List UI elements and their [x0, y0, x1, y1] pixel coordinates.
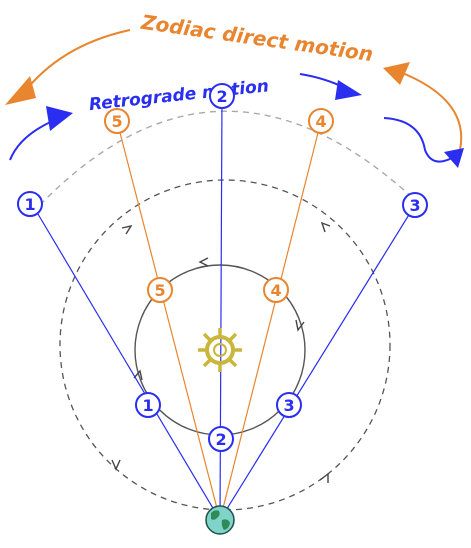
orbit-marker-2: 2: [208, 426, 234, 452]
orbit-marker-3: 3: [276, 392, 302, 418]
outer-marker-1: 1: [17, 191, 43, 217]
sight-lines: [31, 95, 416, 521]
outer-marker-4: 4: [308, 108, 334, 134]
retro-arrow-body-right: [383, 117, 453, 163]
orbit-marker-text: 3: [283, 396, 294, 415]
sight-line-3: [219, 204, 416, 521]
sight-line-4: [219, 120, 322, 521]
up-right-arrow-icon: [46, 106, 73, 131]
right-arrow-icon: [335, 80, 362, 100]
orbit-labels: 5 4 1 3 2: [135, 277, 302, 452]
zodiac-arc: [39, 110, 416, 206]
retro-arrow-body-left: [9, 119, 56, 161]
outer-marker-text: 1: [24, 195, 35, 214]
zodiac-arc-arrow-body: [21, 29, 131, 96]
earth-orbit-arrow-icon: [295, 319, 305, 332]
outer-marker-text: 4: [315, 112, 326, 131]
planet-orbit: [59, 179, 391, 511]
orbit-marker-4: 4: [263, 277, 289, 303]
left-arrow-icon: [5, 76, 36, 105]
orbit-marker-text: 4: [270, 281, 281, 300]
orbit-arrow-icon: [111, 459, 121, 471]
outer-labels: 1 5 2 4 3: [17, 83, 428, 218]
earth-icon: [205, 505, 235, 535]
sight-line-2: [219, 95, 223, 521]
orbit-marker-text: 1: [142, 396, 153, 415]
outer-marker-text: 2: [216, 87, 227, 106]
up-left-arrow-icon: [383, 62, 410, 85]
outer-marker-text: 3: [409, 196, 420, 215]
sun-icon: [198, 328, 242, 372]
orbit-arrow-icon: [121, 224, 133, 235]
sight-line-5: [116, 120, 221, 521]
orbit-marker-text: 2: [215, 430, 226, 449]
earth-orbit-arrow-icon: [133, 369, 143, 381]
outer-marker-text: 5: [111, 112, 122, 131]
orbit-marker-text: 5: [154, 281, 165, 300]
orbit-arrow-icon: [320, 221, 331, 233]
outer-marker-2: 2: [209, 83, 235, 109]
up-arrow-icon: [444, 148, 464, 168]
zodiac-direct-motion-label: Zodiac direct motion: [139, 10, 375, 66]
orbit-arrow-icon: [319, 472, 329, 483]
orbit-marker-5: 5: [147, 277, 173, 303]
earth-orbit-arrow-icon: [198, 257, 209, 267]
outer-marker-5: 5: [104, 108, 130, 134]
sight-line-1: [31, 203, 221, 521]
orbit-marker-1: 1: [135, 392, 161, 418]
outer-marker-3: 3: [402, 192, 428, 218]
zodiac-arc-right: [399, 71, 463, 151]
